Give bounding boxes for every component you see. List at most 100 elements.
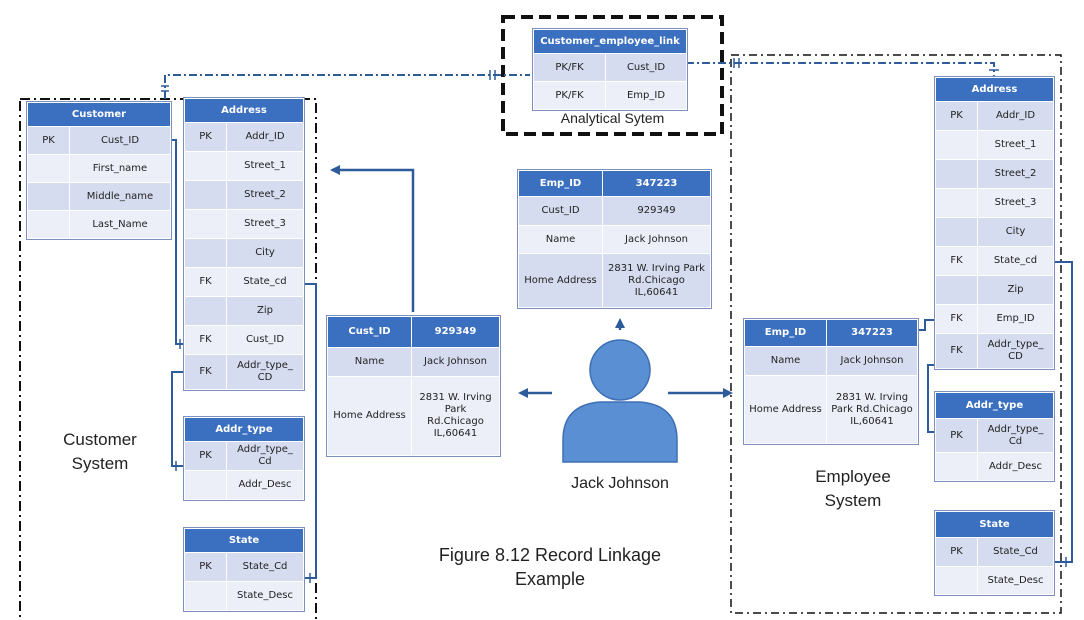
- value-cell: Street_1: [977, 130, 1054, 160]
- header-cell: Address: [935, 77, 1054, 102]
- customer-system-label: Customer System: [40, 428, 160, 476]
- key-cell: Home Address: [744, 375, 827, 444]
- value-cell: Cust_ID: [68, 126, 172, 155]
- value-cell: Zip: [226, 296, 304, 326]
- table-row: First_name: [27, 154, 172, 183]
- table-row: Last_Name: [27, 210, 172, 239]
- header-cell: 347223: [602, 170, 711, 197]
- value-cell: Street_2: [226, 180, 304, 210]
- key-cell: [184, 470, 227, 500]
- header-cell: Addr_type: [183, 417, 305, 442]
- figure-caption-line-2: Example: [514, 569, 586, 589]
- key-cell: Home Address: [518, 253, 603, 308]
- header-cell: 929349: [411, 316, 500, 348]
- customer-system-line-2: System: [71, 454, 129, 473]
- key-cell: FK: [935, 333, 978, 369]
- figure-caption-line-1: Figure 8.12 Record Linkage: [438, 545, 662, 565]
- key-cell: [184, 209, 227, 239]
- key-cell: FK: [184, 325, 227, 355]
- employee-system-label: Employee System: [793, 465, 913, 513]
- table-row: Street_1: [935, 130, 1054, 160]
- key-cell: [935, 566, 978, 595]
- key-cell: [184, 180, 227, 210]
- value-cell: Addr_Desc: [225, 470, 305, 500]
- table-row: City: [935, 217, 1054, 247]
- key-cell: FK: [935, 246, 978, 276]
- value-cell: State_Cd: [225, 552, 305, 582]
- table-row: Addr_Desc: [935, 452, 1055, 481]
- key-cell: PK: [184, 552, 227, 582]
- key-cell: Cust_ID: [518, 196, 603, 226]
- value-cell: State_Desc: [225, 581, 305, 611]
- value-cell: Addr_type_ Cd: [225, 441, 305, 471]
- value-cell: Addr_type_ Cd: [976, 418, 1055, 453]
- table-header-row: Address: [935, 77, 1054, 102]
- value-cell: State_Desc: [976, 566, 1055, 595]
- value-cell: Middle_name: [68, 182, 172, 211]
- header-cell: 347223: [826, 319, 918, 347]
- key-cell: Name: [327, 347, 412, 377]
- key-cell: PK: [184, 441, 227, 471]
- value-cell: Zip: [977, 275, 1054, 305]
- value-cell: Addr_Desc: [976, 452, 1055, 481]
- key-cell: PK: [27, 126, 70, 155]
- key-cell: [184, 238, 227, 268]
- key-cell: [935, 452, 978, 481]
- table-header-row: Address: [184, 98, 304, 123]
- table-row: Street_2: [184, 180, 304, 210]
- value-cell: Jack Johnson: [411, 347, 500, 377]
- value-cell: Emp_ID: [605, 81, 687, 110]
- key-cell: Name: [744, 346, 827, 376]
- key-cell: [935, 217, 978, 247]
- person-name-label: Jack Johnson: [571, 475, 669, 492]
- value-cell: Jack Johnson: [602, 225, 711, 254]
- header-cell: State: [183, 528, 305, 553]
- value-cell: City: [226, 238, 304, 268]
- key-cell: [935, 159, 978, 189]
- value-cell: State_cd: [226, 267, 304, 297]
- key-cell: PK: [935, 418, 978, 453]
- table-row: Street_3: [935, 188, 1054, 218]
- value-cell: First_name: [68, 154, 172, 183]
- header-cell: Customer_employee_link: [533, 29, 687, 54]
- value-cell: Cust_ID: [605, 53, 687, 82]
- value-cell: City: [977, 217, 1054, 247]
- key-cell: PK: [935, 101, 978, 131]
- value-cell: Jack Johnson: [826, 346, 918, 376]
- value-cell: Street_2: [977, 159, 1054, 189]
- key-cell: [935, 275, 978, 305]
- analytical-system-label: Analytical Sytem: [560, 110, 665, 126]
- table-row: Addr_Desc: [184, 470, 305, 500]
- value-cell: Street_1: [226, 151, 304, 181]
- value-cell: State_cd: [977, 246, 1054, 276]
- value-cell: Street_3: [226, 209, 304, 239]
- key-cell: PK/FK: [533, 53, 606, 82]
- value-cell: Addr_ID: [977, 101, 1054, 131]
- header-cell: Emp_ID: [518, 170, 603, 197]
